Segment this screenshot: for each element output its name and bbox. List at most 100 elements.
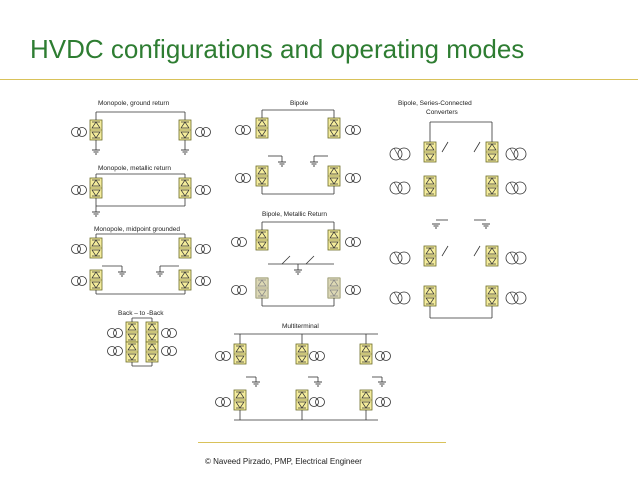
transformer-icon	[107, 328, 123, 338]
ground-icon	[293, 269, 303, 275]
converter-valve-icon	[423, 175, 437, 197]
title-underline	[0, 79, 638, 80]
converter-valve-icon	[89, 269, 103, 291]
slide-title: HVDC configurations and operating modes	[30, 34, 525, 64]
transformer-icon	[375, 351, 391, 361]
converter-valve-icon	[295, 343, 309, 365]
transformer-icon	[195, 244, 211, 254]
transformer-icon	[231, 237, 247, 247]
transformer-icon	[345, 125, 361, 135]
ground-icon	[91, 149, 101, 155]
label-monopole-midpoint-grounded: Monopole, midpoint grounded	[94, 226, 180, 233]
label-back-to-back: Back – to -Back	[118, 310, 164, 317]
transformer-icon	[505, 251, 527, 265]
ground-icon	[251, 381, 261, 387]
converter-valve-icon	[423, 285, 437, 307]
transformer-icon	[345, 237, 361, 247]
transformer-icon	[195, 127, 211, 137]
label-bipole-series-connected: Bipole, Series-Connected	[398, 100, 472, 107]
converter-valve-icon	[125, 341, 139, 363]
back-to-back: Back – to -Back	[107, 310, 177, 367]
monopole-metallic-return: Monopole, metallic return	[71, 165, 211, 217]
transformer-icon	[231, 285, 247, 295]
converter-valve-icon	[485, 245, 499, 267]
transformer-icon	[309, 397, 325, 407]
transformer-icon	[389, 291, 411, 305]
label-multiterminal: Multiterminal	[282, 323, 319, 330]
converter-valve-icon	[89, 177, 103, 199]
transformer-icon	[71, 127, 87, 137]
hvdc-diagram: Monopole, ground return Monopole, metall…	[71, 100, 527, 421]
converter-valve-icon	[178, 237, 192, 259]
ground-icon	[481, 223, 491, 229]
transformer-icon	[389, 251, 411, 265]
converter-valve-icon	[89, 119, 103, 141]
bipole-metallic-return: Bipole, Metallic Return	[231, 211, 361, 307]
transformer-icon	[389, 147, 411, 161]
label-monopole-metallic-return: Monopole, metallic return	[98, 165, 171, 172]
ground-icon	[277, 161, 287, 167]
label-bipole-metallic-return: Bipole, Metallic Return	[262, 211, 327, 218]
converter-valve-icon	[423, 245, 437, 267]
transformer-icon	[215, 397, 231, 407]
transformer-icon	[505, 147, 527, 161]
transformer-icon	[195, 185, 211, 195]
converter-valve-icon	[145, 341, 159, 363]
converter-valve-icon	[89, 237, 103, 259]
converter-valve-icon	[485, 175, 499, 197]
transformer-icon	[107, 346, 123, 356]
converter-valve-icon	[178, 177, 192, 199]
converter-valve-icon	[145, 321, 159, 343]
transformer-icon	[345, 173, 361, 183]
ground-icon	[431, 223, 441, 229]
converter-valve-icon	[359, 389, 373, 411]
converter-valve-icon	[295, 389, 309, 411]
converter-valve-icon	[233, 343, 247, 365]
transformer-icon	[505, 181, 527, 195]
bipole-series-connected-converters: Bipole, Series-Connected Converters	[389, 100, 527, 319]
transformer-icon	[195, 276, 211, 286]
converter-valve-icon	[327, 165, 341, 187]
hvdc-configurations-figure: Monopole, ground return Monopole, metall…	[60, 92, 560, 432]
ground-icon	[313, 381, 323, 387]
transformer-icon	[215, 351, 231, 361]
converter-valve-icon	[255, 117, 269, 139]
ground-icon	[91, 211, 101, 217]
transformer-icon	[161, 328, 177, 338]
converter-valve-icon	[327, 117, 341, 139]
ground-icon	[309, 161, 319, 167]
converter-valve-icon	[327, 229, 341, 251]
transformer-icon	[505, 291, 527, 305]
label-converters: Converters	[426, 109, 459, 116]
ground-icon	[180, 149, 190, 155]
transformer-icon	[71, 276, 87, 286]
transformer-icon	[235, 125, 251, 135]
converter-valve-icon	[233, 389, 247, 411]
multiterminal: Multiterminal	[215, 323, 391, 421]
converter-valve-icon	[255, 165, 269, 187]
label-monopole-ground-return: Monopole, ground return	[98, 100, 170, 107]
label-bipole: Bipole	[290, 100, 308, 107]
transformer-icon	[71, 244, 87, 254]
converter-valve-icon	[359, 343, 373, 365]
bipole: Bipole	[235, 100, 361, 195]
transformer-icon	[71, 185, 87, 195]
transformer-icon	[389, 181, 411, 195]
converter-valve-icon	[178, 119, 192, 141]
footer-rule	[198, 442, 446, 443]
monopole-midpoint-grounded: Monopole, midpoint grounded	[71, 226, 211, 295]
transformer-icon	[375, 397, 391, 407]
converter-valve-icon	[178, 269, 192, 291]
transformer-icon	[345, 285, 361, 295]
copyright-footer: © Naveed Pirzado, PMP, Electrical Engine…	[205, 457, 362, 466]
ground-icon	[117, 271, 127, 277]
monopole-ground-return: Monopole, ground return	[71, 100, 211, 155]
converter-valve-icon	[485, 141, 499, 163]
ground-icon	[377, 381, 387, 387]
ground-icon	[155, 271, 165, 277]
transformer-icon	[161, 346, 177, 356]
converter-valve-icon	[423, 141, 437, 163]
converter-valve-icon	[255, 229, 269, 251]
converter-valve-icon	[485, 285, 499, 307]
converter-valve-icon	[125, 321, 139, 343]
